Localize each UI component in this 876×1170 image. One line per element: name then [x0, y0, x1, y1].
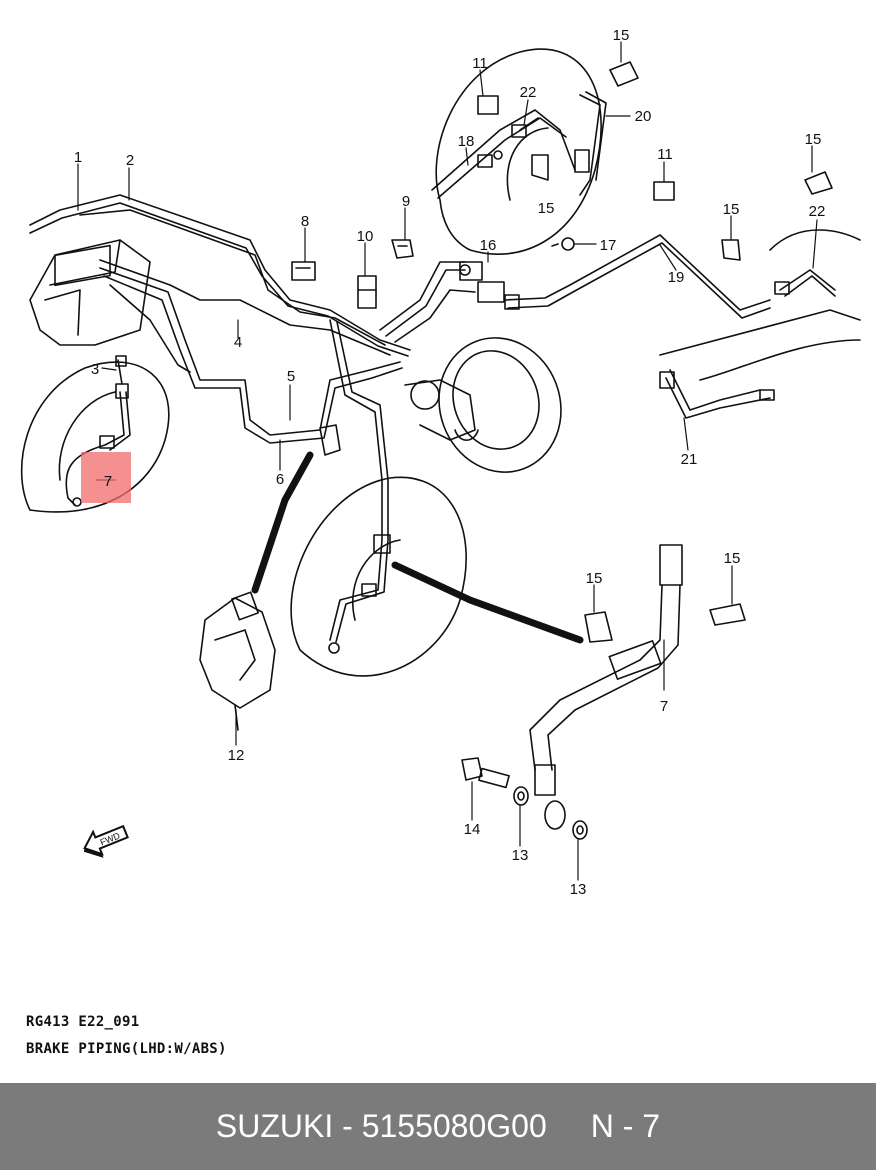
callout-17: 17 [600, 237, 617, 254]
callout-22-right: 22 [809, 203, 826, 220]
callout-8: 8 [301, 213, 309, 230]
callout-15-clip: 15 [723, 201, 740, 218]
callout-3: 3 [91, 361, 99, 378]
diagram-title: BRAKE PIPING(LHD:W/ABS) [26, 1041, 227, 1057]
callout-15-right: 15 [805, 131, 822, 148]
right-rear-rotor [431, 48, 607, 255]
highlight-box [81, 452, 131, 503]
union-bolt-14 [461, 757, 510, 789]
clip-10 [357, 275, 377, 309]
callout-15-mid: 15 [538, 200, 555, 217]
callout-9: 9 [402, 193, 410, 210]
right-rear-pipe [504, 229, 861, 381]
callout-15-top: 15 [613, 27, 630, 44]
callout-7-right: 7 [660, 698, 668, 715]
callout-labels: 1 2 3 4 5 6 7 7 8 9 10 11 11 12 13 13 14… [74, 27, 826, 898]
bolt-17 [551, 237, 575, 251]
callout-5: 5 [287, 368, 295, 385]
caliper-12 [199, 591, 276, 731]
callout-20: 20 [635, 108, 652, 125]
callout-6: 6 [276, 471, 284, 488]
leader-lines [77, 41, 818, 881]
footer-bar: SUZUKI - 5155080G00 N - 7 [0, 1083, 876, 1170]
callout-18: 18 [458, 133, 475, 150]
callout-16: 16 [480, 237, 497, 254]
clip-15 [531, 61, 833, 643]
diagram-code: RG413 E22_091 [26, 1014, 140, 1030]
footer-ref: N - 7 [590, 1108, 661, 1144]
abs-unit [29, 239, 151, 346]
callout-4: 4 [234, 334, 242, 351]
callout-15-far: 15 [724, 550, 741, 567]
callout-13-right: 13 [570, 881, 587, 898]
brake-piping-diagram: FWD 1 2 3 4 5 6 7 7 8 9 10 11 11 12 13 1… [20, 27, 861, 898]
callout-7-left: 7 [104, 473, 112, 490]
washer-13 [513, 786, 588, 840]
clip-8 [291, 261, 316, 281]
callout-22-top: 22 [520, 84, 537, 101]
callout-2: 2 [126, 152, 134, 169]
joint-16 [459, 261, 520, 310]
fwd-arrow-icon: FWD [83, 824, 129, 858]
brake-pipe-bundle [29, 194, 476, 481]
left-front-hose [65, 355, 131, 507]
front-hose-detail [529, 544, 683, 830]
left-rear-rotor [290, 476, 467, 677]
callout-14: 14 [464, 821, 481, 838]
fitting-18 [477, 150, 503, 168]
brake-booster [404, 337, 562, 473]
guide-lines [251, 451, 584, 644]
callout-11-top: 11 [472, 55, 488, 72]
clip-9 [391, 239, 414, 259]
callout-21: 21 [681, 451, 698, 468]
callout-12: 12 [228, 747, 245, 764]
callout-10: 10 [357, 228, 374, 245]
callout-1: 1 [74, 149, 82, 166]
clip-6 [319, 424, 341, 456]
callout-13-left: 13 [512, 847, 529, 864]
right-front-pipe [659, 309, 861, 419]
callout-11-right: 11 [657, 146, 673, 163]
footer-part-number: SUZUKI - 5155080G00 [215, 1108, 547, 1144]
callout-19: 19 [668, 269, 685, 286]
callout-15-lower: 15 [586, 570, 603, 587]
